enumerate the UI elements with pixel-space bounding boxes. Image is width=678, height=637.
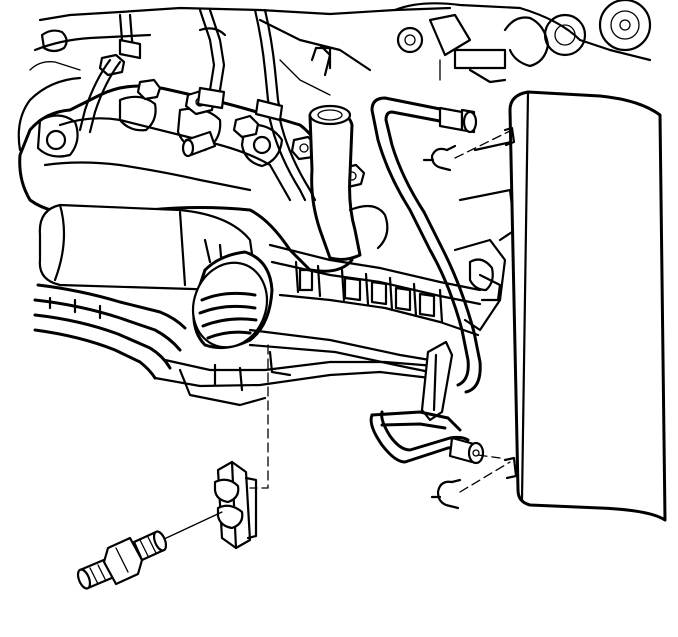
- radiator: [503, 90, 667, 522]
- alignment-line: [161, 511, 223, 541]
- retainer-clip-upper: [422, 144, 457, 172]
- upper-line-fitting: [438, 106, 478, 134]
- alignment-line: [454, 129, 513, 159]
- alignment-line: [459, 461, 511, 493]
- manifold-nut: [136, 78, 162, 101]
- engine-upper-background: [17, 6, 452, 152]
- line-clip-bracket: [213, 460, 258, 550]
- alignment-line: [477, 454, 501, 459]
- manifold-nut: [232, 114, 260, 139]
- retainer-clip-lower: [430, 478, 462, 510]
- exhaust-outlet-pipe: [308, 104, 389, 261]
- fuel-lines-upper: [78, 8, 332, 202]
- alignment-line: [249, 344, 269, 489]
- lower-line-fitting: [448, 436, 485, 465]
- transmission-cooler-line: [369, 96, 485, 465]
- manifold-nut: [98, 53, 126, 77]
- engine-block-lower: [38, 138, 524, 350]
- fuel-lines-lower: [33, 283, 437, 407]
- mounting-stud-bolt: [76, 530, 168, 590]
- alternator-pulley: [393, 0, 652, 84]
